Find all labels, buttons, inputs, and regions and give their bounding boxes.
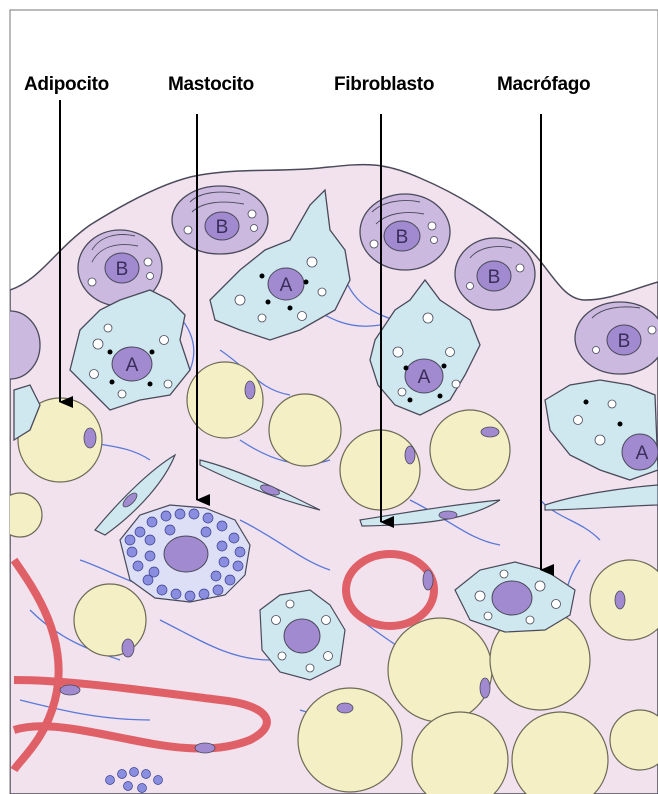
label-macrofago: Macrófago xyxy=(497,74,590,96)
label-adipocito: Adipocito xyxy=(24,74,109,96)
letter-b-2: B xyxy=(216,217,229,238)
letter-a-3: A xyxy=(418,367,431,388)
letter-b-4: B xyxy=(488,267,501,288)
letter-a-2: A xyxy=(280,275,293,296)
letter-a-4: A xyxy=(636,443,649,464)
letter-b-1: B xyxy=(116,259,129,280)
label-mastocito: Mastocito xyxy=(168,74,254,96)
letter-b-5: B xyxy=(618,331,631,352)
letter-b-3: B xyxy=(396,227,409,248)
label-fibroblasto: Fibroblasto xyxy=(334,74,434,96)
letter-a-1: A xyxy=(126,355,139,376)
mast-cell xyxy=(120,505,250,602)
